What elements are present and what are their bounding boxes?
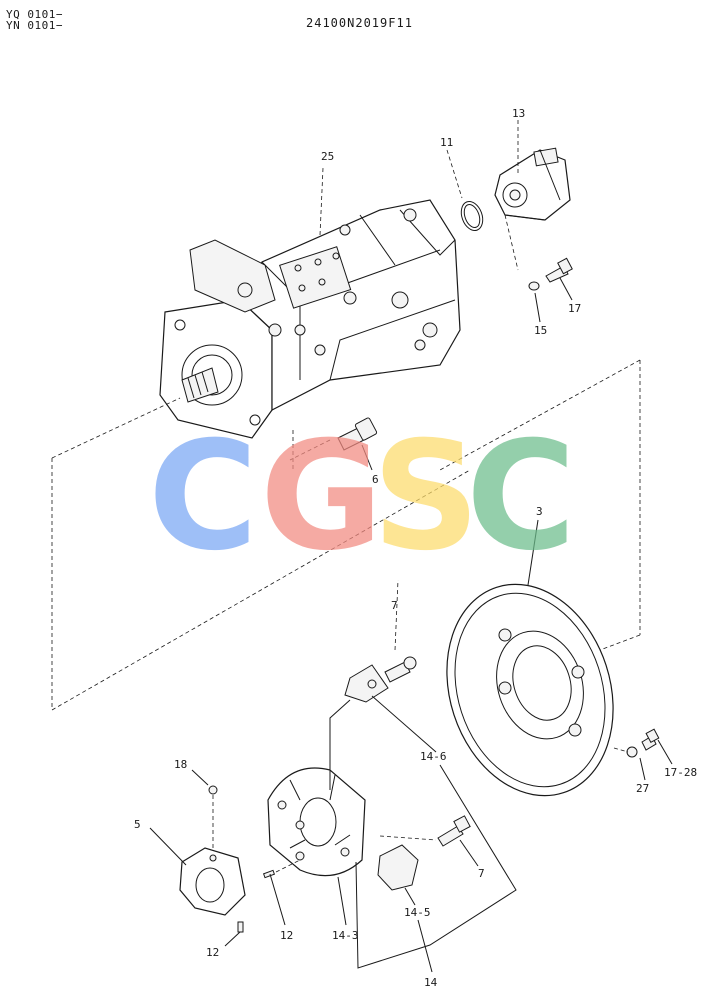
callout-7-upper: 7 (391, 599, 398, 612)
watermark-letter-c1: C (148, 410, 258, 584)
bolt (384, 656, 417, 683)
pump-body-edge-lower (329, 299, 456, 381)
callout-5: 5 (134, 818, 141, 831)
callout-27: 27 (636, 782, 649, 795)
serial-applicability-1: YQ 0101− (6, 8, 63, 21)
callout-12-lower: 12 (206, 946, 219, 959)
drawing-number: 24100N2019F11 (306, 16, 413, 30)
callout-11: 11 (440, 136, 453, 149)
coupling-hub (267, 767, 366, 877)
coupling-element (377, 844, 419, 891)
callout-12-upper: 12 (280, 929, 293, 942)
callout-17-28: 17-28 (664, 766, 697, 779)
washer (626, 746, 638, 758)
bolt (437, 815, 471, 847)
pump-flange-bore (181, 344, 243, 406)
pump-flange-bore-inner (191, 354, 233, 396)
watermark-letter-c2: C (466, 410, 576, 584)
coupling-plate (446, 583, 614, 797)
flange-bolt-hole (249, 414, 261, 426)
spline-hub (179, 847, 246, 916)
spring-pin (237, 921, 244, 933)
callout-14: 14 (424, 976, 438, 989)
callout-18: 18 (174, 758, 187, 771)
o-ring-inner (463, 203, 481, 229)
gear-pump (494, 147, 571, 221)
watermark-logo: C G S C (148, 410, 576, 584)
callout-15: 15 (534, 324, 547, 337)
mounting-bolt (337, 417, 378, 451)
callout-14-6: 14-6 (420, 750, 447, 763)
control-block (279, 246, 352, 309)
callout-7-lower: 7 (478, 867, 485, 880)
callout-3: 3 (536, 505, 543, 518)
bolt (545, 257, 573, 283)
callout-25: 25 (321, 150, 334, 163)
callout-17: 17 (568, 302, 581, 315)
flange-bolt-hole (174, 319, 186, 331)
coupling-element (344, 664, 389, 703)
watermark-letter-g: G (260, 410, 383, 584)
serial-applicability-2: YN 0101− (6, 19, 63, 32)
shaft-splines (187, 371, 209, 399)
callout-13: 13 (512, 107, 525, 120)
callout-14-5: 14-5 (404, 906, 431, 919)
set-screw (208, 785, 218, 795)
callout-14-3: 14-3 (332, 929, 359, 942)
watermark-letter-s: S (372, 410, 480, 584)
regulator-block (189, 239, 276, 313)
washer (528, 281, 540, 291)
hydraulic-pump-assembly (159, 199, 461, 439)
bolt (641, 728, 660, 751)
callout-6: 6 (372, 473, 379, 486)
spring-pin (262, 869, 276, 879)
o-ring (460, 200, 484, 232)
